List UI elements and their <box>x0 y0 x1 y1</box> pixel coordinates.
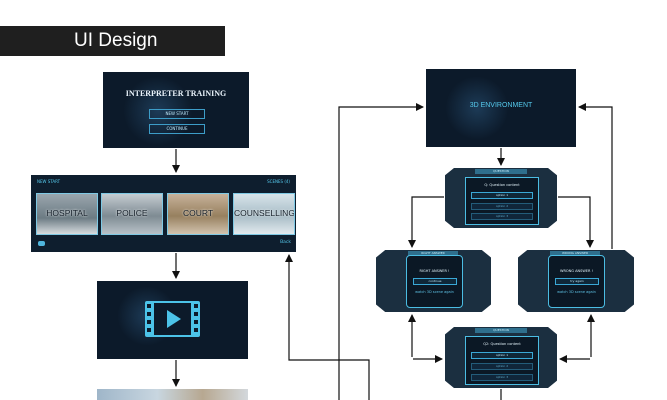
question-1-tab: QUESTION <box>475 169 527 174</box>
new-start-button[interactable]: NEW START <box>149 109 205 119</box>
scene-card-court[interactable]: COURT <box>167 193 229 235</box>
wrong-answer-text: WRONG ANSWER ! <box>560 269 593 273</box>
question-2-option-1[interactable]: option 1 <box>471 352 533 359</box>
watch-again-link[interactable]: watch 3D scene again <box>415 290 454 294</box>
question-2-prompt: Q2: Question content <box>483 342 521 346</box>
environment-screen: 3D ENVIRONMENT <box>426 69 576 147</box>
right-answer-tab: RIGHT ANSWER <box>408 251 458 256</box>
training-title: INTERPRETER TRAINING <box>125 89 227 98</box>
environment-title: 3D ENVIRONMENT <box>469 102 533 109</box>
question-1-prompt: Q: Question content <box>484 183 520 187</box>
question-2-option-2[interactable]: option 2 <box>471 363 533 370</box>
scene-card-hospital[interactable]: HOSPITAL <box>36 193 98 235</box>
question-1-option-2[interactable]: option 2 <box>471 203 533 210</box>
wrong-answer-tab: WRONG ANSWER <box>550 251 600 256</box>
new-start-label: NEW START <box>37 179 61 184</box>
right-answer-text: RIGHT ANSWER ! <box>419 269 450 273</box>
scene-card-label: HOSPITAL <box>46 208 88 218</box>
user-icon[interactable] <box>38 241 45 246</box>
question-2-option-3[interactable]: option 3 <box>471 374 533 381</box>
scene-card-label: POLICE <box>116 208 148 218</box>
video-frame-image <box>97 389 248 400</box>
question-1-option-1[interactable]: option 1 <box>471 192 533 199</box>
continue-button[interactable]: continue <box>413 278 457 285</box>
question-2-tab: QUESTION <box>475 328 527 333</box>
play-icon[interactable] <box>144 300 201 338</box>
scene-card-police[interactable]: POLICE <box>101 193 163 235</box>
try-again-button[interactable]: try again <box>555 278 599 285</box>
video-screen <box>97 281 248 359</box>
back-button[interactable]: Back <box>280 240 291 245</box>
scene-card-label: COURT <box>182 208 214 218</box>
question-1-option-3[interactable]: option 3 <box>471 213 533 220</box>
continue-button[interactable]: CONTINUE <box>149 124 205 134</box>
scene-card-counselling[interactable]: COUNSELLING <box>233 193 295 235</box>
scene-card-label: COUNSELLING <box>234 208 295 218</box>
page-title: UI Design <box>0 26 225 56</box>
scenes-count-label: SCENES (4) <box>267 179 290 184</box>
training-screen: INTERPRETER TRAINING NEW START CONTINUE <box>103 72 249 148</box>
watch-again-link[interactable]: watch 3D scene again <box>557 290 596 294</box>
